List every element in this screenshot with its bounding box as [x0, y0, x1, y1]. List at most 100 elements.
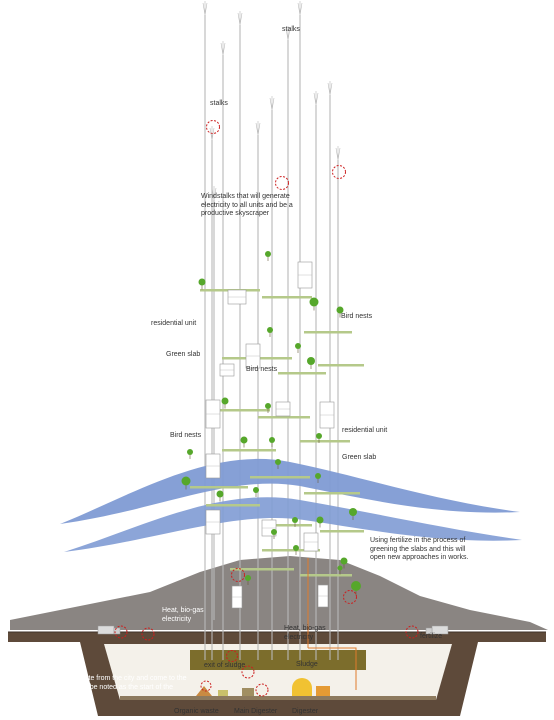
- red-dashed-circle-icon: [206, 120, 220, 134]
- green-slab: [250, 476, 310, 479]
- green-slab: [230, 568, 294, 571]
- bird-nests-label-left: Bird nests: [170, 432, 202, 439]
- green-slab-label-right: Green slab: [342, 454, 377, 461]
- tree-icon: [351, 581, 361, 591]
- tree-icon: [293, 545, 299, 551]
- tree-icon: [316, 516, 324, 524]
- tree-icon: [275, 459, 281, 465]
- tree-icon: [349, 508, 357, 516]
- exit-of-sludge-label: exit of sludge: [204, 662, 246, 669]
- main-digester-label: Main Digester: [234, 708, 278, 715]
- green-slab: [300, 440, 350, 443]
- stalk-tip: [269, 96, 275, 111]
- organic-waste-label: Organic waste: [174, 708, 219, 715]
- green-slab: [300, 574, 352, 577]
- biogas-pipe: [307, 558, 357, 690]
- residential-units: [205, 261, 335, 609]
- background-hill: [10, 556, 548, 630]
- green-slab: [318, 364, 364, 367]
- trucks-note: trucks collect the waste from the city a…: [22, 675, 187, 699]
- green-slab: [190, 486, 248, 489]
- tree-icon: [295, 343, 301, 349]
- residential-unit-label-right: residential unit: [342, 427, 388, 434]
- blue-wave: [64, 497, 522, 552]
- stalks-label-left: stalks: [210, 100, 228, 107]
- fertilize-label: fertilize: [420, 633, 443, 640]
- stalk-tip: [313, 91, 319, 106]
- tree-icon: [240, 436, 248, 444]
- stalk-tip: [285, 26, 291, 41]
- tree-icon: [292, 517, 298, 523]
- blue-wave: [60, 458, 520, 524]
- tree-icon: [316, 433, 322, 439]
- trees: [181, 251, 361, 595]
- red-dashed-circle-icon: [405, 625, 419, 639]
- tree-icon: [221, 397, 229, 405]
- red-dashed-circle-icon: [275, 176, 289, 190]
- sludge-label: Sludge: [296, 661, 318, 668]
- red-dashed-circle-icon: [332, 165, 346, 179]
- red-dashed-circle-icon: [200, 680, 212, 692]
- tree-icon: [309, 297, 319, 307]
- green-slab: [304, 331, 352, 334]
- green-slab: [320, 530, 364, 533]
- red-dashed-circle-icon: [226, 650, 238, 662]
- red-dashed-circle-icon: [241, 665, 255, 679]
- green-slab: [278, 372, 326, 375]
- tree-icon: [253, 487, 259, 493]
- stalk-tip: [211, 186, 217, 201]
- green-slab-label-wave: Green slab: [164, 543, 199, 550]
- tree-icon: [336, 306, 344, 314]
- red-dashed-circle-icon: [141, 627, 155, 641]
- green-slab: [206, 504, 260, 507]
- tree-icon: [216, 490, 224, 498]
- green-slab: [262, 296, 312, 299]
- green-slab: [304, 492, 360, 495]
- tree-icon: [265, 251, 271, 257]
- digester-base: [120, 696, 436, 700]
- green-slab: [210, 409, 270, 412]
- fertilize-note: Using fertilize in the process of greeni…: [370, 537, 469, 561]
- markers: [114, 120, 419, 697]
- red-dashed-circle-icon: [114, 625, 128, 639]
- tree-icon: [245, 575, 251, 581]
- tree-icon: [187, 449, 193, 455]
- bird-nests-label-right: Bird nests: [341, 313, 373, 320]
- tree-icon: [269, 437, 275, 443]
- heat-biogas-label-left: Heat, bio-gas electricity: [162, 607, 204, 623]
- red-dashed-circle-icon: [255, 683, 269, 697]
- tree-icon: [267, 327, 273, 333]
- stalk-tip: [327, 81, 333, 96]
- green-slab: [258, 416, 310, 419]
- stalk-tip: [202, 1, 208, 16]
- truck-icon: [425, 625, 449, 635]
- stalk-tip: [297, 1, 303, 16]
- tree-icon: [340, 557, 348, 565]
- heat-biogas-label-center: Heat, bio-gas electricity: [284, 625, 326, 641]
- blue-waves: [60, 458, 522, 552]
- green-slab: [262, 549, 320, 552]
- digester-tank-icon: [196, 678, 330, 696]
- tree-icon: [315, 473, 321, 479]
- green-slab-label-left: Green slab: [166, 351, 201, 358]
- stalk-tip: [220, 41, 226, 56]
- sludge-pool: [190, 650, 366, 670]
- green-slab: [266, 524, 312, 527]
- tree-icon: [307, 357, 315, 365]
- tree-icon: [198, 278, 206, 286]
- green-slab: [222, 449, 276, 452]
- stalk-tip: [255, 121, 261, 136]
- red-dashed-circle-icon: [231, 568, 245, 582]
- bird-nests-label-center: Bird nests: [246, 366, 278, 373]
- residential-unit-label-left: residential unit: [151, 320, 197, 327]
- windstalks-note: Windstalks that will generate electricit…: [201, 193, 293, 217]
- stalks-label-top: stalks: [282, 26, 300, 33]
- tree-icon: [337, 565, 343, 571]
- tree-icon: [181, 476, 191, 486]
- red-dashed-circle-icon: [343, 590, 357, 604]
- wind-stalks: [202, 1, 341, 660]
- tree-icon: [271, 529, 277, 535]
- stalk-tip: [237, 11, 243, 26]
